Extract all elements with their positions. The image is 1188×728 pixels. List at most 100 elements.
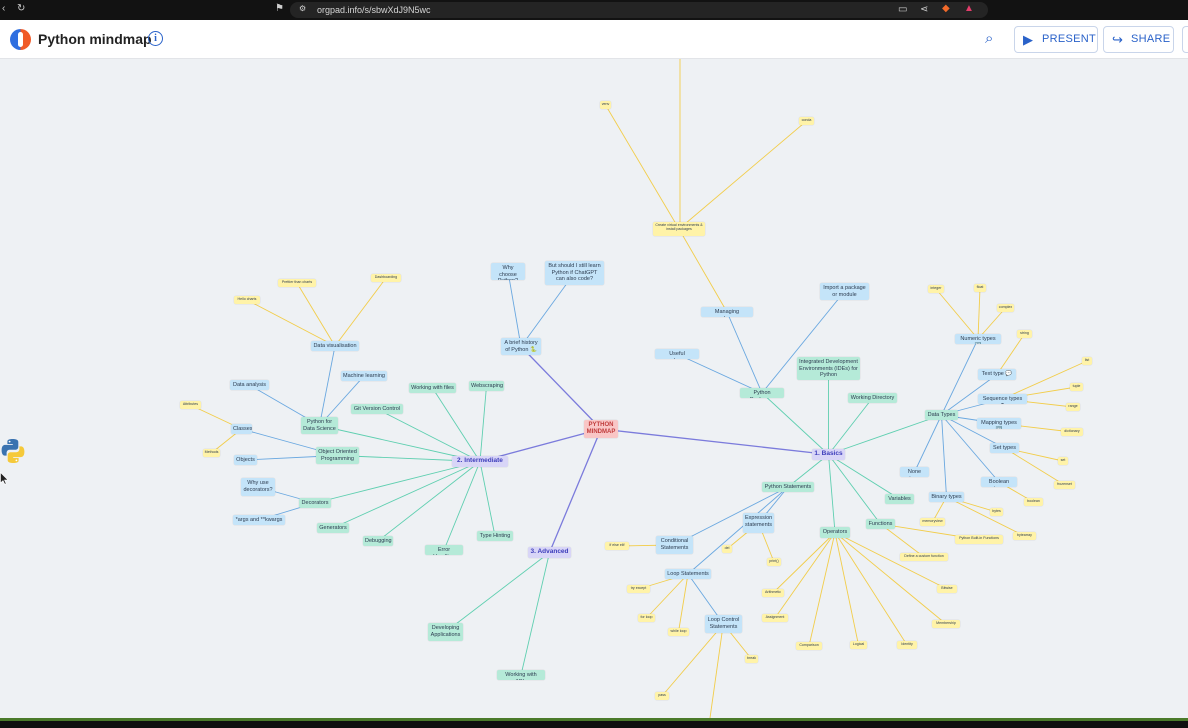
node-errors[interactable]: Error Handling — [425, 545, 463, 555]
node-break[interactable]: break — [745, 655, 758, 663]
node-whydec[interactable]: Why use decorators? — [241, 478, 275, 496]
node-workdir[interactable]: Working Directory — [848, 393, 897, 403]
node-analysis[interactable]: Data analysis — [230, 380, 269, 390]
node-attributes[interactable]: Attributes — [180, 401, 201, 409]
node-variables[interactable]: Variables — [885, 494, 914, 504]
node-classes[interactable]: Classes — [231, 424, 252, 434]
share-page-icon[interactable]: ⋖ — [920, 4, 929, 15]
reload-icon[interactable]: ↻ — [17, 3, 26, 14]
node-ds[interactable]: Python for Data Science — [301, 417, 338, 434]
node-webscraping[interactable]: Webscraping — [469, 381, 504, 391]
brave-shield-icon[interactable]: ◆ — [942, 3, 950, 14]
node-sequence[interactable]: Sequence types ⚙ — [978, 394, 1027, 404]
node-identity[interactable]: Identity — [897, 641, 917, 649]
node-bytes[interactable]: bytes — [990, 508, 1003, 516]
node-import[interactable]: Import a package or module — [820, 283, 869, 300]
more-button[interactable] — [1182, 26, 1188, 53]
node-complex[interactable]: complex — [997, 304, 1014, 312]
node-apis[interactable]: Working with APIs — [497, 670, 545, 680]
node-packages[interactable]: Python Packages — [740, 388, 784, 398]
node-for[interactable]: for loop — [638, 614, 655, 622]
node-datatypes[interactable]: Data Types — [925, 410, 958, 420]
node-oop[interactable]: Object Oriented Programming — [316, 447, 359, 464]
node-numeric[interactable]: Numeric types 🔢 — [955, 334, 1001, 344]
node-seaborn[interactable]: Prettier than charts — [278, 279, 316, 287]
node-text[interactable]: Text type 💬 — [978, 369, 1016, 380]
node-operators[interactable]: Operators — [820, 527, 850, 538]
cast-icon[interactable]: ▭ — [898, 4, 908, 15]
node-venv[interactable]: venv — [600, 101, 611, 109]
node-functions[interactable]: Functions — [866, 519, 895, 529]
node-conditional[interactable]: Conditional Statements — [656, 536, 693, 554]
present-button[interactable]: ▶ PRESENT — [1014, 26, 1098, 53]
node-arith[interactable]: Arithmetic — [762, 589, 784, 597]
node-tryexcept[interactable]: try except — [627, 585, 650, 593]
address-bar[interactable]: ⚙ orgpad.info/s/sbwXdJ9N5wc ▭ ⋖ ◆ ▲ — [290, 2, 988, 18]
node-chatgpt[interactable]: But should I still learn Python if ChatG… — [545, 261, 604, 285]
node-methods[interactable]: Methods — [203, 449, 220, 457]
node-ide[interactable]: Integrated Development Environments (IDE… — [797, 357, 860, 380]
orgpad-logo[interactable] — [10, 29, 31, 50]
node-files[interactable]: Working with files — [409, 383, 456, 393]
node-ifelse[interactable]: if else elif — [605, 542, 629, 550]
node-center[interactable]: PYTHON MINDMAP — [584, 420, 618, 438]
node-loops[interactable]: Loop Statements — [665, 569, 711, 579]
node-matplotlib[interactable]: Hello charts — [234, 296, 260, 304]
node-tuple[interactable]: tuple — [1070, 383, 1083, 391]
node-typehint[interactable]: Type Hinting — [477, 531, 513, 541]
node-dataviz[interactable]: Data visualisation — [311, 341, 359, 351]
node-basics[interactable]: 1. Basics — [812, 449, 845, 460]
node-compar[interactable]: Comparison — [796, 642, 822, 650]
node-ml[interactable]: Machine learning — [341, 371, 387, 381]
node-binary[interactable]: Binary types — [929, 492, 964, 502]
node-print[interactable]: print() — [767, 558, 781, 566]
node-bytearray[interactable]: bytearray — [1013, 532, 1036, 540]
node-assign[interactable]: Assignment — [762, 614, 788, 622]
node-git[interactable]: Git Version Control — [351, 404, 403, 414]
node-member[interactable]: Membership — [932, 620, 960, 628]
back-arrow-icon[interactable]: ‹ — [2, 3, 6, 14]
node-memoryview[interactable]: memoryview — [920, 518, 945, 526]
node-advanced[interactable]: 3. Advanced — [528, 547, 571, 558]
node-float[interactable]: float — [974, 284, 986, 292]
node-conda[interactable]: conda — [799, 117, 814, 125]
node-range[interactable]: range — [1066, 403, 1080, 411]
node-set[interactable]: set — [1058, 457, 1068, 465]
node-plotly[interactable]: Dashboarding — [371, 274, 401, 282]
node-dictionary[interactable]: dictionary — [1061, 428, 1083, 436]
node-logical[interactable]: Logical — [850, 641, 867, 649]
node-pass[interactable]: pass — [655, 692, 669, 700]
node-decorators[interactable]: Decorators — [299, 498, 331, 508]
node-string[interactable]: string — [1017, 330, 1032, 338]
site-settings-icon[interactable]: ⚙ — [299, 4, 307, 13]
node-history[interactable]: A brief history of Python 🐍 — [501, 338, 541, 355]
node-managing[interactable]: Managing packages — [701, 307, 753, 317]
node-mapping[interactable]: Mapping types 🔤 — [977, 418, 1021, 429]
node-args[interactable]: *args and **kwargs — [233, 515, 285, 525]
node-generators[interactable]: Generators — [317, 523, 349, 533]
node-none[interactable]: None type — [900, 467, 929, 477]
mindmap-canvas[interactable]: PYTHON MINDMAP 1. Basics 2. Intermediate 3.… — [0, 59, 1188, 718]
node-objects[interactable]: Objects — [234, 455, 257, 465]
brave-rewards-icon[interactable]: ▲ — [964, 3, 974, 14]
node-del[interactable]: del — [722, 545, 732, 553]
node-integer[interactable]: integer — [928, 285, 944, 293]
node-boolval[interactable]: boolean — [1024, 498, 1043, 506]
node-builtin[interactable]: Python Built-in Functions — [955, 535, 1003, 544]
info-icon[interactable]: i — [148, 31, 163, 46]
node-list[interactable]: list — [1082, 357, 1092, 365]
node-userdef[interactable]: Define a custom function — [900, 553, 948, 561]
node-why[interactable]: Why choose Python? — [491, 263, 525, 280]
node-debugging[interactable]: Debugging — [363, 536, 393, 546]
node-frozenset[interactable]: frozenset — [1054, 481, 1075, 489]
node-settypes[interactable]: Set types — [990, 443, 1019, 453]
node-intermediate[interactable]: 2. Intermediate — [452, 456, 508, 467]
node-boolean[interactable]: Boolean type — [981, 477, 1017, 487]
node-while[interactable]: while loop — [668, 628, 689, 636]
node-bitwise[interactable]: Bitwise — [937, 585, 957, 593]
node-useful[interactable]: Useful packages — [655, 349, 699, 359]
node-devapps[interactable]: Developing Applications — [428, 623, 463, 641]
node-loopcontrol[interactable]: Loop Control Statements — [705, 615, 742, 633]
search-icon[interactable]: ⌕ — [985, 30, 994, 47]
bookmark-icon[interactable]: ⚑ — [275, 3, 284, 14]
